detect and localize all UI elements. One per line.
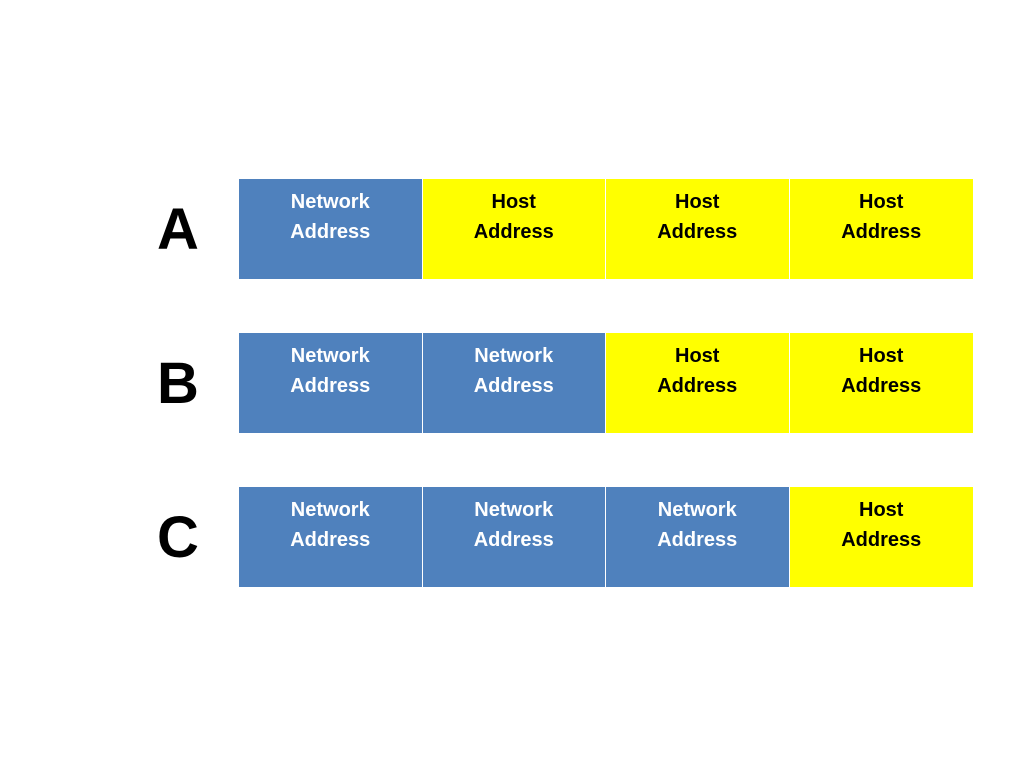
class-b-octet-1: Network Address	[239, 333, 423, 433]
class-a-octet-3: Host Address	[606, 179, 790, 279]
class-a-row: A Network Address Host Address Host Addr…	[0, 179, 1024, 279]
class-c-octet-4: Host Address	[789, 487, 973, 587]
octet-line1: Network	[474, 345, 554, 367]
class-c-label: C	[157, 504, 199, 570]
class-b-octet-4: Host Address	[789, 333, 973, 433]
octet-line2: Address	[473, 221, 554, 243]
octet-line1: Host	[491, 191, 536, 213]
class-a-octet-1: Network Address	[239, 179, 423, 279]
octet-line2: Address	[657, 221, 738, 243]
octet-line1: Host	[859, 499, 904, 521]
class-c-octet-2: Network Address	[422, 487, 606, 587]
class-b-octets: Network Address Network Address Host Add…	[239, 333, 973, 433]
class-b-label: B	[157, 350, 199, 416]
octet-line1: Network	[290, 191, 370, 213]
octet-line1: Network	[474, 499, 554, 521]
octet-line1: Host	[675, 191, 720, 213]
class-c-octet-3: Network Address	[606, 487, 790, 587]
class-a-octet-2: Host Address	[422, 179, 606, 279]
octet-line2: Address	[290, 375, 371, 397]
octet-line1: Network	[290, 345, 370, 367]
class-c-octet-1: Network Address	[239, 487, 423, 587]
octet-line1: Host	[859, 191, 904, 213]
octet-line1: Network	[290, 499, 370, 521]
octet-line2: Address	[473, 529, 554, 551]
class-a-octets: Network Address Host Address Host Addres…	[239, 179, 973, 279]
class-b-octet-2: Network Address	[422, 333, 606, 433]
class-b-octet-3: Host Address	[606, 333, 790, 433]
class-b-row: B Network Address Network Address Host A…	[0, 333, 1024, 433]
class-c-octets: Network Address Network Address Network …	[239, 487, 973, 587]
octet-line1: Host	[675, 345, 720, 367]
octet-line2: Address	[473, 375, 554, 397]
octet-line2: Address	[657, 529, 738, 551]
class-a-octet-4: Host Address	[789, 179, 973, 279]
octet-line2: Address	[841, 529, 922, 551]
class-a-label: A	[157, 196, 199, 262]
class-c-row: C Network Address Network Address Networ…	[0, 487, 1024, 587]
octet-line2: Address	[290, 221, 371, 243]
octet-line2: Address	[290, 529, 371, 551]
octet-line2: Address	[841, 221, 922, 243]
octet-line1: Network	[657, 499, 737, 521]
octet-line2: Address	[841, 375, 922, 397]
octet-line1: Host	[859, 345, 904, 367]
octet-line2: Address	[657, 375, 738, 397]
